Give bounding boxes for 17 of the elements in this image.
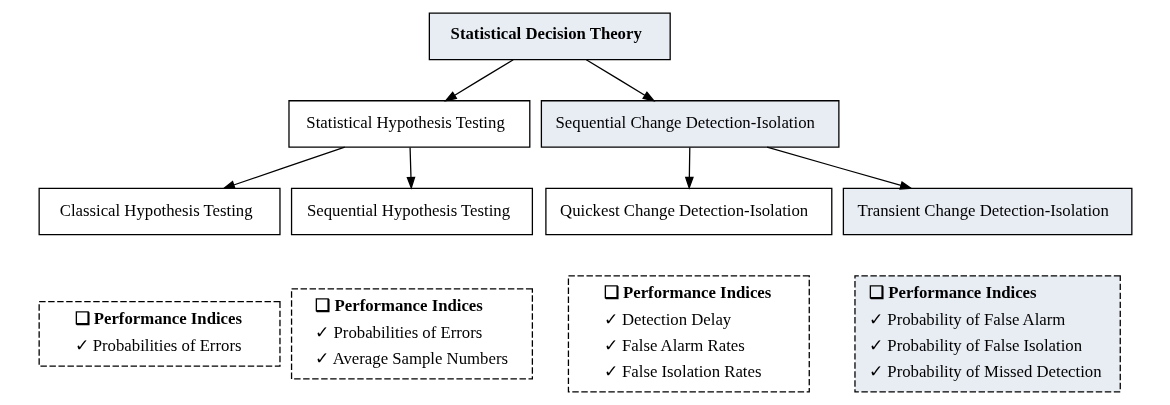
arrow: [766, 146, 913, 190]
node-box: ❑ Performance Indices ✓ Probabilities of Errors: [38, 301, 281, 367]
node-box: ❑ Performance Indices ✓ Detection Delay ✓ False Alarm Rates ✓ False Isolation Rates: [567, 275, 810, 393]
node-box: Statistical Hypothesis Testing: [287, 100, 530, 148]
arrow: [585, 59, 655, 102]
node-box: Statistical Decision Theory: [428, 12, 671, 61]
node-box: Sequential Change Detection-Isolation: [540, 100, 839, 148]
arrow: [405, 146, 415, 190]
arrow: [443, 59, 514, 102]
node-box: Sequential Hypothesis Testing: [290, 187, 533, 236]
node-box: Quickest Change Detection-Isolation: [544, 187, 832, 236]
node-box: ❑ Performance Indices ✓ Probability of False Alarm ✓ Probability of False Isolation ✓ Probability of Missed Detection: [853, 275, 1121, 393]
arrow: [684, 146, 694, 190]
node-box: Transient Change Detection-Isolation: [842, 187, 1132, 236]
node-box: ❑ Performance Indices ✓ Probabilities of Errors ✓ Average Sample Numbers: [290, 288, 533, 380]
arrow: [221, 146, 345, 190]
node-box: Classical Hypothesis Testing: [38, 187, 281, 236]
